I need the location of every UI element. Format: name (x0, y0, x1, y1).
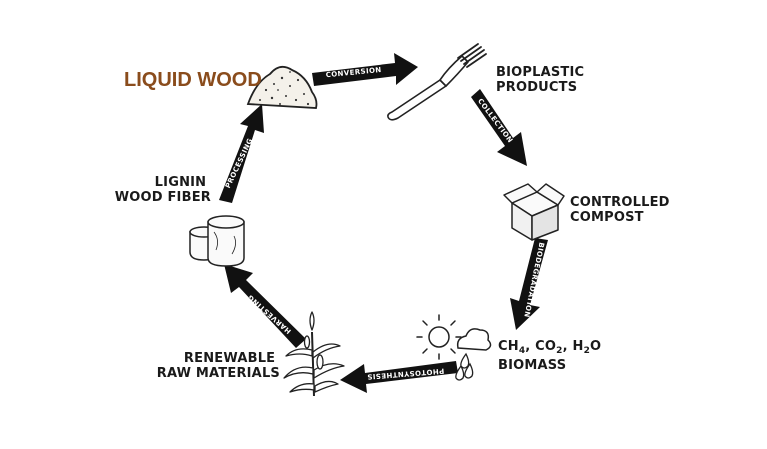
harvesting-arrow (224, 264, 306, 348)
collection-arrow (471, 89, 527, 166)
biodegradation-arrow (510, 238, 548, 330)
liquid-wood-title: LIQUID WOOD (124, 69, 262, 91)
collection-label: COLLECTION (476, 97, 514, 144)
emissions-label: CH4, CO2, H2O (498, 339, 601, 356)
fork-icon (387, 43, 487, 121)
compost-label: CONTROLLED COMPOST (570, 195, 674, 225)
cardboard-box-icon (503, 183, 565, 241)
processing-label: PROCESSING (224, 137, 255, 190)
sun-icon (416, 314, 462, 360)
cloud-icon (456, 328, 492, 351)
corn-plant-icon (283, 311, 345, 397)
bioplastic-label: BIOPLASTIC PRODUCTS (496, 65, 589, 95)
sawdust-pile-icon (246, 65, 318, 109)
conversion-arrow (312, 53, 418, 86)
cycle-arrows (219, 53, 548, 393)
biomass-label: BIOMASS (498, 358, 566, 373)
water-drops-icon (455, 352, 474, 381)
photosynthesis-arrow (340, 361, 458, 393)
harvesting-label: HARVESTING (246, 293, 293, 335)
processing-arrow (219, 104, 264, 203)
renewable-label: RENEWABLE RAW MATERIALS (157, 351, 280, 381)
fiber-bales-icon (189, 215, 245, 267)
lignin-label: LIGNIN WOOD FIBER (115, 175, 211, 205)
